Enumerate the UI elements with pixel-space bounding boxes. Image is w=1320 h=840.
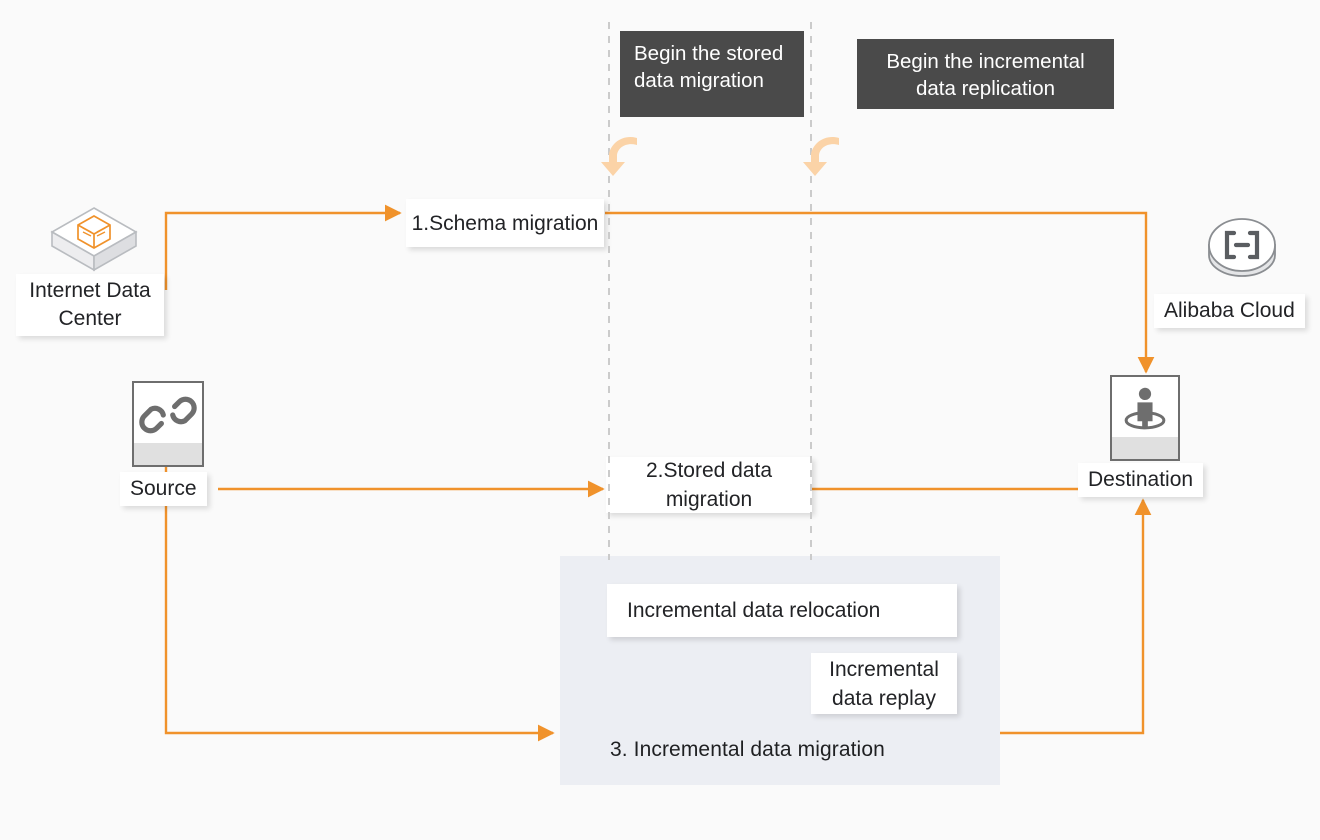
- destination-node-box[interactable]: [1110, 375, 1180, 461]
- destination-node-base: [1112, 437, 1178, 459]
- alibaba-cloud-logo-icon: [1205, 215, 1279, 283]
- node-label-destination: Destination: [1078, 463, 1204, 497]
- node-label-source: Source: [120, 472, 207, 506]
- wire-source-to-incremental: [164, 424, 555, 742]
- step-card-stored-data-migration[interactable]: 2.Stored data migration: [606, 457, 812, 513]
- person-location-icon: [1124, 387, 1166, 430]
- link-chain-icon: [139, 396, 197, 434]
- banner-begin-incremental-data-replication: Begin the incremental data replication: [857, 39, 1114, 109]
- marker-incremental-cursor-icon: [803, 137, 839, 176]
- step-card-schema-migration[interactable]: 1.Schema migration: [406, 199, 604, 247]
- wire-incremental-to-destination: [1000, 498, 1152, 735]
- wire-schema-to-destination: [605, 211, 1155, 374]
- source-node-box[interactable]: [132, 381, 204, 467]
- step-card-incremental-data-replay[interactable]: Incremental data replay: [811, 653, 957, 714]
- banner-begin-stored-data-migration: Begin the stored data migration: [620, 31, 804, 117]
- node-label-internet-data-center: Internet Data Center: [16, 274, 164, 336]
- node-label-alibaba-cloud: Alibaba Cloud: [1154, 294, 1305, 328]
- data-center-cube-icon: [48, 204, 140, 284]
- group-label-incremental-data-migration: 3. Incremental data migration: [610, 738, 885, 761]
- marker-stored-cursor-icon: [601, 137, 637, 176]
- wire-idc-to-schema: [164, 204, 402, 290]
- step-card-incremental-data-relocation[interactable]: Incremental data relocation: [607, 584, 957, 637]
